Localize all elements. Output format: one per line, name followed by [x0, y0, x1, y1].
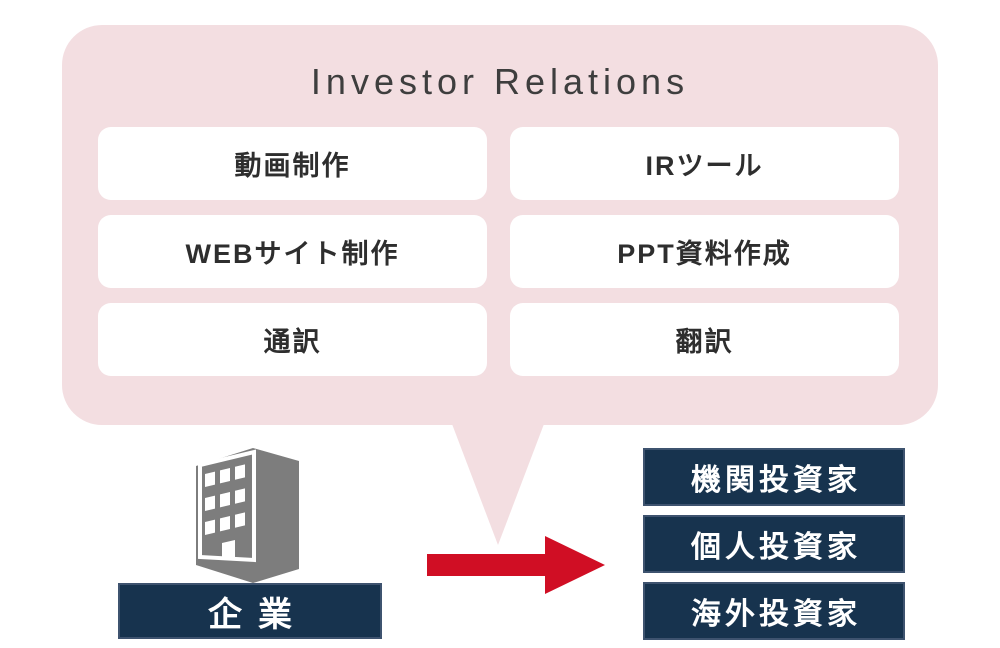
bubble-title: Investor Relations	[310, 61, 690, 102]
service-card-ir-tools: IRツール	[510, 127, 899, 200]
service-label: 通訳	[263, 327, 322, 357]
service-card-website: WEBサイト制作	[98, 215, 487, 288]
service-label: 動画制作	[234, 151, 351, 181]
bubble-tail-icon	[452, 424, 544, 545]
service-label: IRツール	[645, 151, 764, 181]
investor-label: 個人投資家	[691, 531, 861, 564]
investor-box-institutional: 機関投資家	[643, 448, 905, 506]
investor-box-overseas: 海外投資家	[643, 582, 905, 640]
service-card-interpretation: 通訳	[98, 303, 487, 376]
investor-list: 機関投資家 個人投資家 海外投資家	[643, 448, 905, 640]
service-label: WEBサイト制作	[185, 239, 400, 269]
investor-box-individual: 個人投資家	[643, 515, 905, 573]
investor-label: 海外投資家	[691, 598, 861, 631]
company-box: 企業	[118, 583, 382, 639]
service-card-ppt: PPT資料作成	[510, 215, 899, 288]
company-label: 企業	[208, 595, 308, 634]
ir-bubble: Investor Relations 動画制作 IRツール WEBサイト制作 P…	[62, 25, 938, 425]
service-label: 翻訳	[675, 327, 734, 357]
right-arrow-icon	[427, 536, 605, 594]
service-label: PPT資料作成	[617, 239, 792, 269]
service-card-translation: 翻訳	[510, 303, 899, 376]
service-grid: 動画制作 IRツール WEBサイト制作 PPT資料作成 通訳 翻訳	[98, 127, 899, 376]
investor-label: 機関投資家	[691, 464, 861, 497]
building-icon	[196, 448, 299, 583]
service-card-video: 動画制作	[98, 127, 487, 200]
